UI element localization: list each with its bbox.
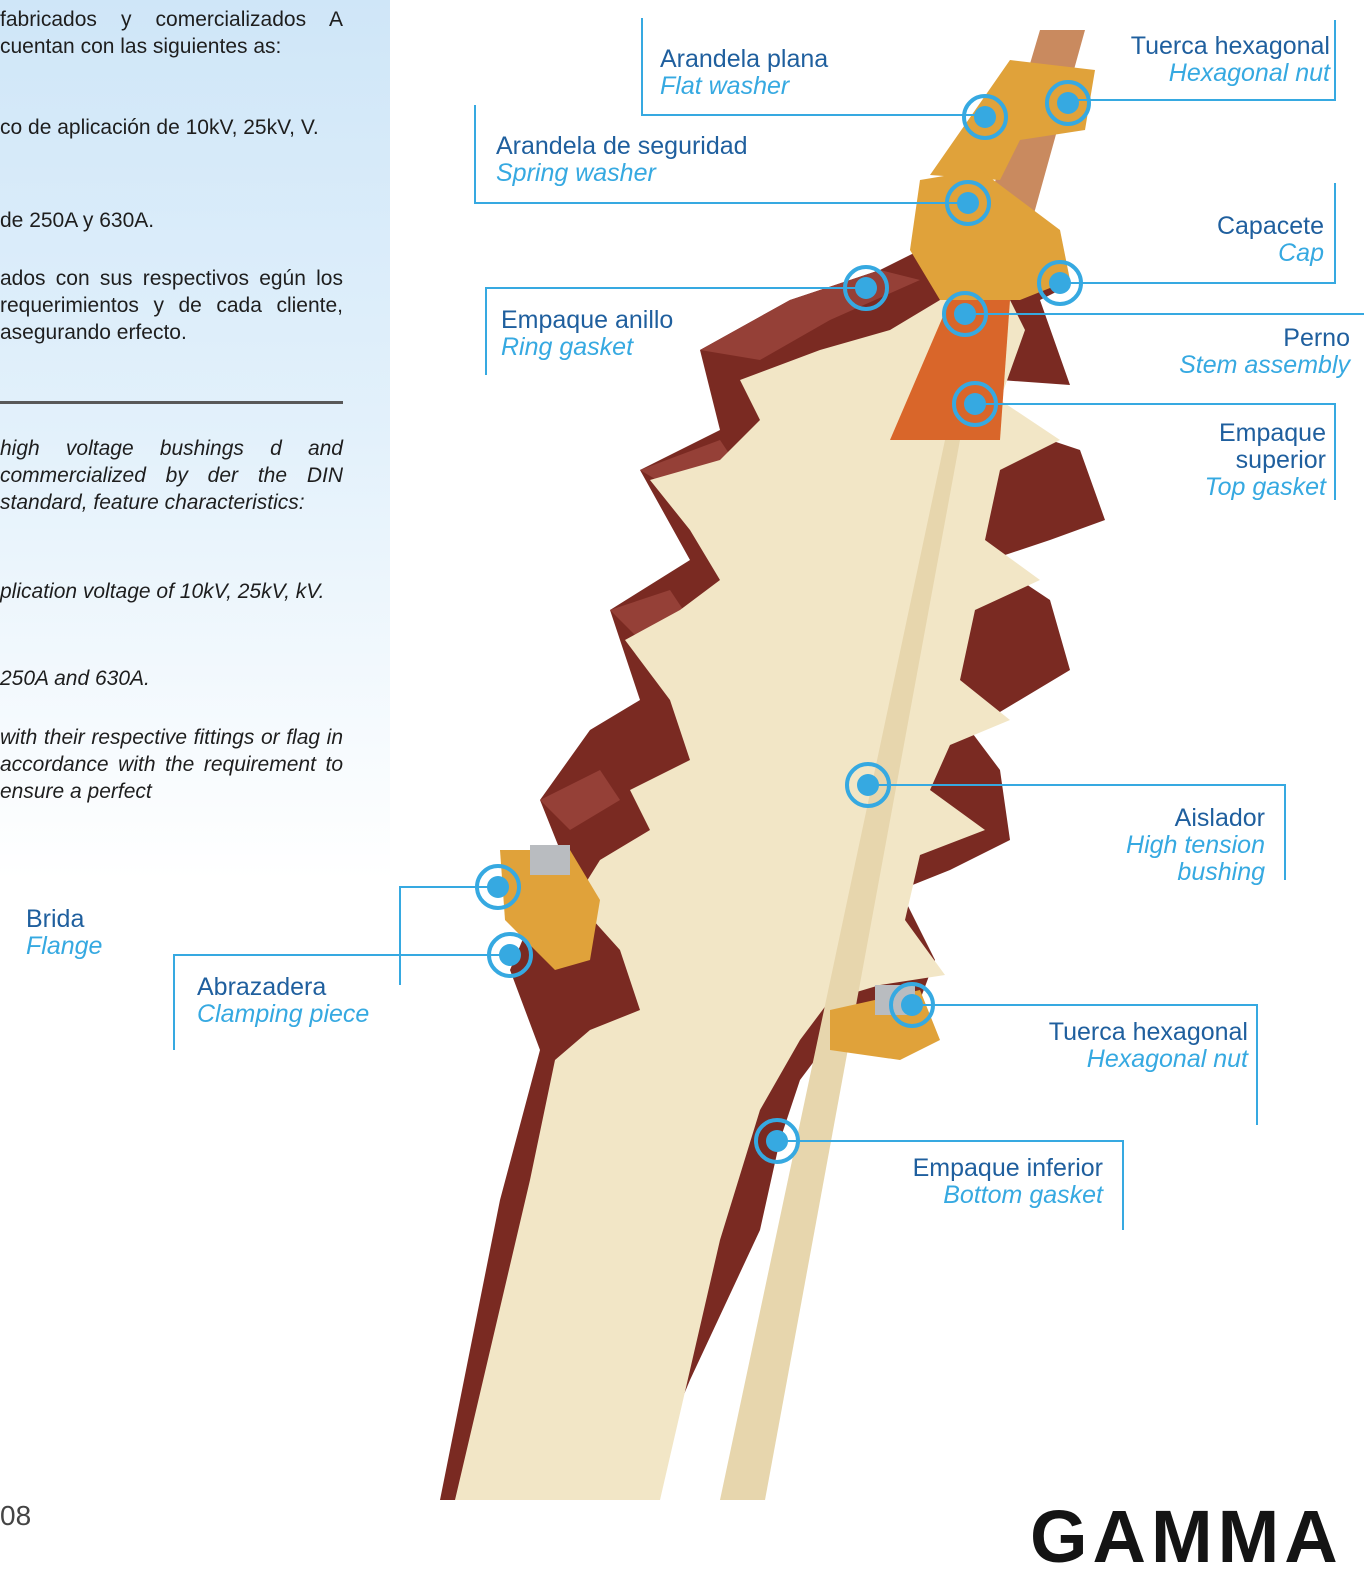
page-number: 08 bbox=[0, 1500, 31, 1532]
label-ring-gasket-en: Ring gasket bbox=[501, 334, 673, 361]
label-flange: Brida Flange bbox=[26, 906, 102, 960]
marker-high-tension-bushing-dot bbox=[857, 774, 879, 796]
label-clamping-piece: Abrazadera Clamping piece bbox=[197, 974, 369, 1028]
label-ring-gasket: Empaque anillo Ring gasket bbox=[501, 307, 673, 361]
label-top-gasket-es: Empaque superior bbox=[1156, 420, 1326, 474]
label-cap: Capacete Cap bbox=[1217, 213, 1324, 267]
brand-logo: GAMMA bbox=[1030, 1494, 1343, 1579]
label-stem-assembly-en: Stem assembly bbox=[1179, 352, 1350, 379]
marker-flat-washer-dot bbox=[974, 106, 996, 128]
label-top-gasket: Empaque superior Top gasket bbox=[1156, 420, 1326, 501]
label-flat-washer: Arandela plana Flat washer bbox=[660, 46, 828, 100]
marker-bottom-gasket-dot bbox=[766, 1130, 788, 1152]
label-high-tension-bushing-en: High tension bushing bbox=[1085, 832, 1265, 886]
label-clamping-piece-en: Clamping piece bbox=[197, 1001, 369, 1028]
bushing-cutaway-diagram bbox=[0, 0, 1364, 1521]
marker-ring-gasket-dot bbox=[855, 277, 877, 299]
label-bottom-gasket-es: Empaque inferior bbox=[913, 1155, 1103, 1182]
label-spring-washer: Arandela de seguridad Spring washer bbox=[496, 133, 748, 187]
label-top-gasket-en: Top gasket bbox=[1156, 474, 1326, 501]
label-spring-washer-es: Arandela de seguridad bbox=[496, 133, 748, 160]
marker-flange-dot bbox=[487, 876, 509, 898]
label-bottom-gasket-en: Bottom gasket bbox=[913, 1182, 1103, 1209]
label-high-tension-bushing: Aislador High tension bushing bbox=[1085, 805, 1265, 886]
label-high-tension-bushing-es: Aislador bbox=[1085, 805, 1265, 832]
marker-spring-washer-dot bbox=[957, 192, 979, 214]
label-cap-en: Cap bbox=[1217, 240, 1324, 267]
flange-bolt bbox=[530, 845, 570, 875]
marker-top-gasket-dot bbox=[964, 393, 986, 415]
bushing-illustration bbox=[440, 30, 1105, 1500]
label-stem-assembly: Perno Stem assembly bbox=[1179, 325, 1350, 379]
label-spring-washer-en: Spring washer bbox=[496, 160, 748, 187]
label-hexagonal-nut-top-en: Hexagonal nut bbox=[1131, 60, 1330, 87]
cap-part bbox=[910, 170, 1070, 300]
label-hexagonal-nut-bottom: Tuerca hexagonal Hexagonal nut bbox=[1049, 1019, 1248, 1073]
label-stem-assembly-es: Perno bbox=[1179, 325, 1350, 352]
label-hexagonal-nut-top-es: Tuerca hexagonal bbox=[1131, 33, 1330, 60]
marker-hexagonal-nut-top-dot bbox=[1057, 92, 1079, 114]
marker-stem-assembly-dot bbox=[954, 303, 976, 325]
label-flat-washer-en: Flat washer bbox=[660, 73, 828, 100]
label-flange-es: Brida bbox=[26, 906, 102, 933]
label-hexagonal-nut-bottom-en: Hexagonal nut bbox=[1049, 1046, 1248, 1073]
label-cap-es: Capacete bbox=[1217, 213, 1324, 240]
marker-hexagonal-nut-bottom-dot bbox=[901, 994, 923, 1016]
label-ring-gasket-es: Empaque anillo bbox=[501, 307, 673, 334]
label-hexagonal-nut-bottom-es: Tuerca hexagonal bbox=[1049, 1019, 1248, 1046]
label-flange-en: Flange bbox=[26, 933, 102, 960]
label-hexagonal-nut-top: Tuerca hexagonal Hexagonal nut bbox=[1131, 33, 1330, 87]
label-bottom-gasket: Empaque inferior Bottom gasket bbox=[913, 1155, 1103, 1209]
marker-cap-dot bbox=[1049, 272, 1071, 294]
label-clamping-piece-es: Abrazadera bbox=[197, 974, 369, 1001]
label-flat-washer-es: Arandela plana bbox=[660, 46, 828, 73]
marker-clamping-piece-dot bbox=[499, 944, 521, 966]
